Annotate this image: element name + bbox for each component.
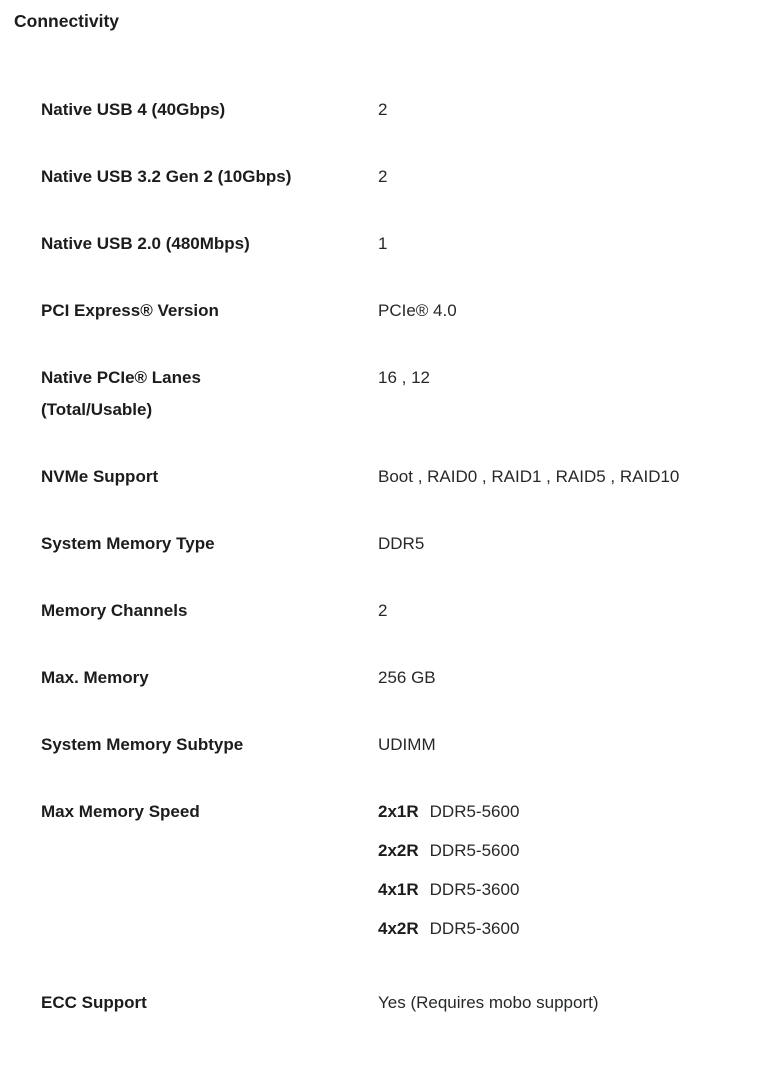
memory-speed-line: 2x1R DDR5-5600: [378, 796, 748, 828]
spec-row-system-memory-type: System Memory Type DDR5: [41, 528, 748, 560]
spec-label: Native USB 2.0 (480Mbps): [41, 234, 250, 253]
spec-value: 1: [378, 234, 388, 253]
spec-label: ECC Support: [41, 993, 147, 1012]
spec-row-ecc-support: ECC Support Yes (Requires mobo support): [41, 987, 748, 1019]
connectivity-section: Connectivity Native USB 4 (40Gbps) 2 Nat…: [14, 11, 748, 1019]
spec-row-nvme-support: NVMe Support Boot , RAID0 , RAID1 , RAID…: [41, 461, 748, 493]
spec-row-native-usb4: Native USB 4 (40Gbps) 2: [41, 94, 748, 126]
spec-row-max-memory: Max. Memory 256 GB: [41, 662, 748, 694]
memory-speed-config: 4x1R: [378, 880, 419, 899]
memory-speed-config: 2x1R: [378, 802, 419, 821]
memory-speed-value: DDR5-3600: [429, 880, 520, 899]
section-title: Connectivity: [14, 11, 120, 31]
spec-label: Native USB 3.2 Gen 2 (10Gbps): [41, 167, 292, 186]
spec-label: PCI Express® Version: [41, 301, 219, 320]
spec-row-native-usb32: Native USB 3.2 Gen 2 (10Gbps) 2: [41, 161, 748, 193]
spec-rows: Native USB 4 (40Gbps) 2 Native USB 3.2 G…: [41, 94, 748, 1019]
spec-value: UDIMM: [378, 735, 436, 754]
memory-speed-line: 4x2R DDR5-3600: [378, 913, 748, 945]
spec-row-pcie-lanes: Native PCIe® Lanes (Total/Usable) 16 , 1…: [41, 362, 748, 426]
spec-value: 16 , 12: [378, 368, 430, 387]
spec-row-memory-channels: Memory Channels 2: [41, 595, 748, 627]
spec-row-max-memory-speed: Max Memory Speed 2x1R DDR5-5600 2x2R DDR…: [41, 796, 748, 952]
memory-speed-line: 4x1R DDR5-3600: [378, 874, 748, 906]
memory-speed-value: DDR5-5600: [429, 841, 520, 860]
spec-value-memory-speed-list: 2x1R DDR5-5600 2x2R DDR5-5600 4x1R DDR5-…: [378, 796, 748, 952]
spec-value: 2: [378, 167, 388, 186]
spec-row-system-memory-subtype: System Memory Subtype UDIMM: [41, 729, 748, 761]
memory-speed-value: DDR5-5600: [429, 802, 520, 821]
spec-value: 2: [378, 601, 388, 620]
memory-speed-config: 4x2R: [378, 919, 419, 938]
spec-value: Boot , RAID0 , RAID1 , RAID5 , RAID10: [378, 467, 680, 486]
spec-label: System Memory Subtype: [41, 735, 244, 754]
spec-value: 256 GB: [378, 668, 436, 687]
spec-label: NVMe Support: [41, 467, 159, 486]
spec-label: Memory Channels: [41, 601, 188, 620]
spec-label: Max. Memory: [41, 668, 149, 687]
spec-label: Native USB 4 (40Gbps): [41, 100, 226, 119]
spec-row-pci-express-version: PCI Express® Version PCIe® 4.0: [41, 295, 748, 327]
spec-value: 2: [378, 100, 388, 119]
spec-value: DDR5: [378, 534, 425, 553]
spec-value: PCIe® 4.0: [378, 301, 457, 320]
spec-value: Yes (Requires mobo support): [378, 993, 599, 1012]
spec-label: Max Memory Speed: [41, 802, 200, 821]
memory-speed-line: 2x2R DDR5-5600: [378, 835, 748, 867]
memory-speed-value: DDR5-3600: [429, 919, 520, 938]
spec-label: System Memory Type: [41, 534, 215, 553]
memory-speed-config: 2x2R: [378, 841, 419, 860]
spec-label: Native PCIe® Lanes (Total/Usable): [41, 368, 201, 419]
spec-row-native-usb20: Native USB 2.0 (480Mbps) 1: [41, 228, 748, 260]
